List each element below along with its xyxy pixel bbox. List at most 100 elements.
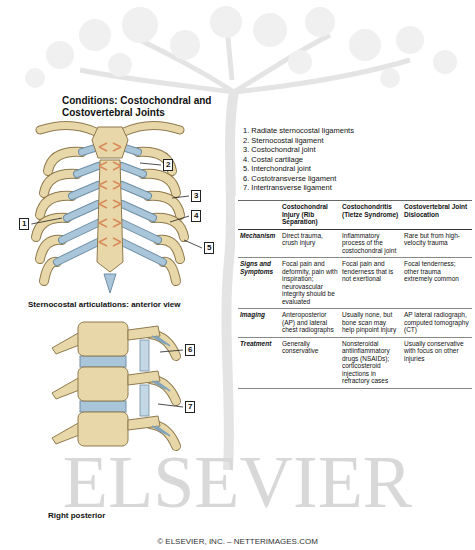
rib-outline (148, 196, 180, 215)
costotransverse-ligament (152, 336, 170, 346)
rib (40, 196, 72, 215)
rib-outline (36, 218, 67, 237)
vertebral-body (78, 322, 128, 356)
sternum-body (97, 160, 123, 272)
intervertebral-disc (80, 401, 126, 412)
tree-leaves (253, 13, 287, 47)
tree-leaves (288, 50, 312, 74)
rib (40, 240, 62, 259)
tree-leaves (122, 7, 158, 43)
rib-head-outline (150, 334, 176, 356)
costal-cartilage-outline (62, 223, 98, 240)
view-caption: Sternocostal articulations: anterior vie… (28, 300, 180, 309)
callout-box: 2 (163, 159, 173, 171)
table-rule (238, 257, 472, 258)
clavicle (40, 125, 96, 132)
radiate-ligament (99, 238, 121, 246)
table-rule (238, 229, 472, 230)
costotransverse-ligament (152, 381, 170, 391)
rib-head (150, 334, 176, 356)
tree-leaves (305, 7, 335, 37)
callout-box: 7 (185, 401, 195, 413)
key-item: 3. Costochondral joint (243, 145, 316, 154)
costal-cartilage-outline (122, 242, 163, 262)
rib-outline (40, 240, 62, 259)
tree-branch (234, 60, 410, 92)
intervertebral-disc (80, 356, 126, 367)
costal-cartilage-outline (77, 166, 98, 174)
tree-leaves (349, 29, 381, 61)
intertransverse-ligament (140, 385, 149, 416)
costal-cartilage (122, 185, 148, 196)
rib-outline (138, 152, 172, 171)
callout-box: 6 (185, 344, 195, 356)
manubrium (92, 127, 128, 158)
costal-cartilage (62, 223, 98, 240)
vertebral-body (78, 367, 128, 401)
tree-leaves (46, 41, 74, 69)
callout-number: 6 (188, 345, 192, 354)
costal-cartilage-outline (122, 223, 158, 240)
rib-outline (48, 152, 82, 171)
rib (44, 174, 77, 193)
costal-cartilage-outline (67, 204, 98, 218)
costal-cartilage (122, 223, 158, 240)
leader-line (170, 216, 189, 222)
table-cell: Direct trauma, crush injury (282, 232, 338, 247)
rib-head (150, 424, 176, 446)
costal-cartilage (122, 204, 153, 218)
watermark: ELSEVIER (63, 445, 412, 519)
column-header: Costochondritis (Tietze Syndrome) (342, 203, 400, 218)
clavicle (124, 125, 180, 132)
rib (138, 152, 172, 171)
costal-cartilage-outline (122, 204, 153, 218)
key-item: 6. Costotransverse ligament (243, 174, 336, 183)
rib-head-outline (150, 379, 176, 401)
table-cell: AP lateral radiograph, computed tomograp… (404, 311, 470, 334)
leader-line (140, 163, 161, 165)
tree-leaves (210, 6, 242, 38)
costotransverse-ligament (152, 426, 170, 436)
rib-outline (44, 174, 77, 193)
figure-title: Conditions: Costochondral and Costoverte… (62, 95, 237, 119)
tree-trunk (226, 92, 234, 470)
rib (153, 218, 184, 237)
radiate-ligament (99, 219, 121, 227)
rib-outline (143, 174, 176, 193)
callout-number: 4 (194, 211, 198, 220)
table-cell: Nonsteroidal antiinflammatory drugs (NSA… (342, 340, 400, 385)
table-cell: Rare but from high-velocity trauma (404, 232, 470, 247)
clavicle-outline (124, 125, 180, 132)
callout-number: 2 (166, 160, 170, 169)
key-item: 4. Costal cartilage (243, 155, 303, 164)
copyright: © ELSEVIER, INC. – NETTERIMAGES.COM (157, 537, 318, 547)
table-cell: Focal pain and tenderness that is not ex… (342, 260, 400, 283)
tree-leaves (380, 68, 400, 88)
leader-line (160, 350, 183, 352)
costal-cartilage (67, 204, 98, 218)
radiate-ligament (99, 143, 121, 151)
row-header: Treatment (240, 340, 278, 348)
callout-number: 3 (194, 191, 198, 200)
radiate-ligament (99, 181, 121, 189)
leader-line (31, 218, 62, 224)
costal-cartilage (77, 166, 98, 174)
rib-outline (158, 240, 180, 259)
row-header: Mechanism (240, 232, 278, 240)
table-cell: Inflammatory process of the costochondra… (342, 232, 400, 255)
costal-cartilage (72, 185, 98, 196)
row-header: Imaging (240, 311, 278, 319)
costal-cartilage-outline (57, 242, 98, 262)
table-rule (238, 337, 472, 338)
table-cell: Focal tenderness; other trauma extremely… (404, 260, 470, 283)
rib (143, 174, 176, 193)
callout-box: 5 (204, 242, 214, 254)
callout-box: 3 (191, 190, 201, 202)
rib-head-outline (150, 424, 176, 446)
table-rule (238, 388, 472, 389)
costal-cartilage (57, 242, 98, 262)
rib (36, 218, 67, 237)
rib-head (150, 379, 176, 401)
table-cell: Generally conservative (282, 340, 338, 355)
